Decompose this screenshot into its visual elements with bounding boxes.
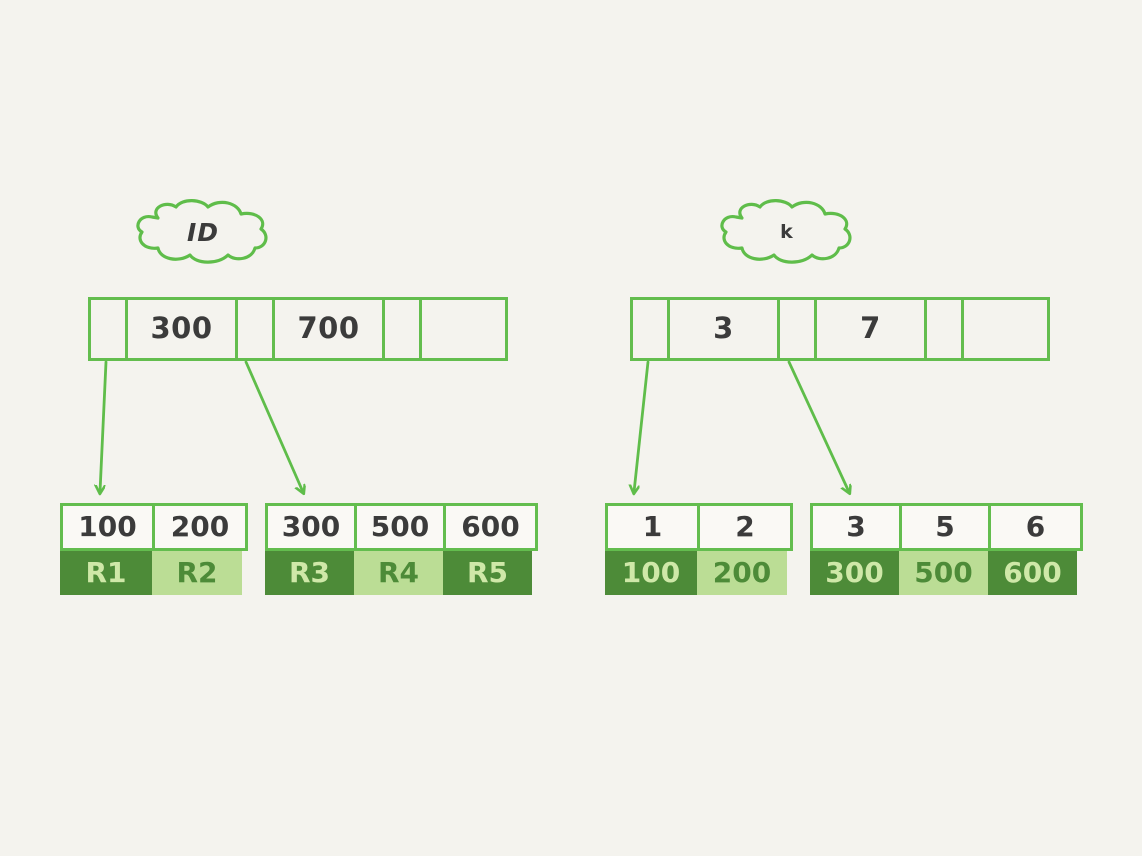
root-id-pointer-1[interactable] xyxy=(238,300,275,358)
cloud-label-k-text: k xyxy=(780,221,794,243)
leaf-id-2-key-1: 500 xyxy=(357,506,446,548)
leaf-k-2-key-1: 5 xyxy=(902,506,991,548)
leaf-k-1-value-0: 100 xyxy=(605,551,697,595)
leaf-id-2-key-0: 300 xyxy=(268,506,357,548)
leaf-id-2-values: R3 R4 R5 xyxy=(265,551,538,595)
leaf-k-1-key-0: 1 xyxy=(608,506,700,548)
leaf-id-1: 100 200 R1 R2 xyxy=(60,503,248,595)
leaf-id-2-value-0: R3 xyxy=(265,551,354,595)
root-node-k: 3 7 xyxy=(630,297,1050,361)
leaf-k-2-keys: 3 5 6 xyxy=(810,503,1083,551)
leaf-k-1: 1 2 100 200 xyxy=(605,503,793,595)
leaf-k-2-value-1: 500 xyxy=(899,551,988,595)
leaf-k-2-key-2: 6 xyxy=(1025,509,1046,543)
leaf-k-1-key-1: 2 xyxy=(735,509,755,543)
leaf-id-1-value-1: R2 xyxy=(152,551,242,595)
leaf-k-1-values: 100 200 xyxy=(605,551,793,595)
cloud-label-k: k xyxy=(712,198,862,268)
root-id-key-700: 700 xyxy=(275,300,385,358)
root-id-pointer-2[interactable] xyxy=(385,300,422,358)
leaf-id-2-value-2: R5 xyxy=(443,551,532,595)
root-k-key-3: 3 xyxy=(670,300,780,358)
cloud-label-id: ID xyxy=(128,198,278,268)
root-id-key-300: 300 xyxy=(128,300,238,358)
leaf-k-2-value-2: 600 xyxy=(988,551,1077,595)
root-k-pointer-2[interactable] xyxy=(927,300,964,358)
leaf-k-2-value-0: 300 xyxy=(810,551,899,595)
leaf-k-2-key-0: 3 xyxy=(813,506,902,548)
leaf-k-1-keys: 1 2 xyxy=(605,503,793,551)
leaf-k-2: 3 5 6 300 500 600 xyxy=(810,503,1083,595)
leaf-id-1-value-0: R1 xyxy=(60,551,152,595)
leaf-id-1-key-0: 100 xyxy=(63,506,155,548)
leaf-id-2-keys: 300 500 600 xyxy=(265,503,538,551)
leaf-k-1-value-1: 200 xyxy=(697,551,787,595)
root-node-id: 300 700 xyxy=(88,297,508,361)
leaf-id-2: 300 500 600 R3 R4 R5 xyxy=(265,503,538,595)
root-k-pointer-1[interactable] xyxy=(780,300,817,358)
root-k-empty xyxy=(964,300,1047,358)
root-k-pointer-0[interactable] xyxy=(633,300,670,358)
cloud-label-id-text: ID xyxy=(186,217,220,247)
leaf-id-2-key-2: 600 xyxy=(461,509,520,543)
leaf-id-2-value-1: R4 xyxy=(354,551,443,595)
root-id-pointer-0[interactable] xyxy=(91,300,128,358)
leaf-id-1-key-1: 200 xyxy=(170,509,230,543)
leaf-id-1-keys: 100 200 xyxy=(60,503,248,551)
leaf-id-1-values: R1 R2 xyxy=(60,551,248,595)
root-k-key-7: 7 xyxy=(817,300,927,358)
leaf-k-2-values: 300 500 600 xyxy=(810,551,1083,595)
